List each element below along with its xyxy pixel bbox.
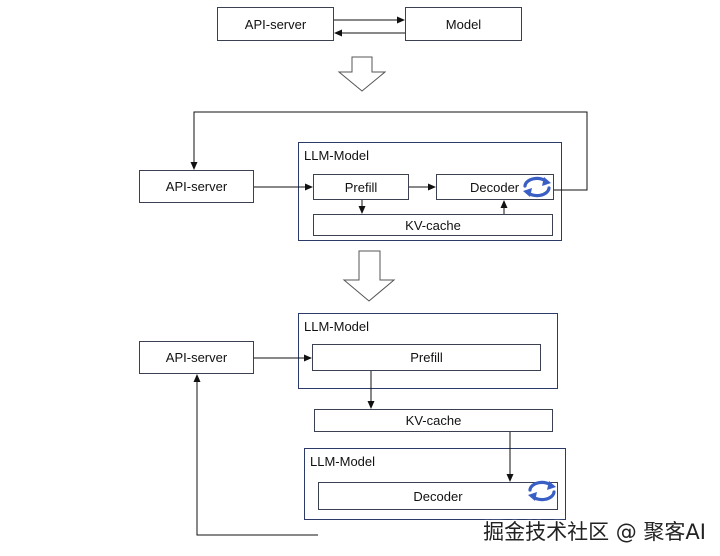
model-box-stage1[interactable]: Model (405, 7, 522, 41)
block-arrow-down-1 (337, 56, 387, 92)
llm-model-label-stage3-top: LLM-Model (304, 319, 370, 334)
kv-cache-box-stage2[interactable]: KV-cache (313, 214, 553, 236)
decoder-box-stage3[interactable]: Decoder (318, 482, 558, 510)
prefill-box-stage2[interactable]: Prefill (313, 174, 409, 200)
api-server-box-stage2[interactable]: API-server (139, 170, 254, 203)
block-arrow-down-2 (342, 250, 396, 302)
api-server-box-stage1[interactable]: API-server (217, 7, 334, 41)
arrow-decoder-return-stage2 (190, 111, 588, 191)
loop-icon-stage3 (528, 480, 556, 502)
llm-model-label-stage2: LLM-Model (304, 148, 370, 163)
arrow-decoder-return-stage3 (193, 374, 318, 536)
prefill-box-stage3[interactable]: Prefill (312, 344, 541, 371)
loop-icon-stage2 (523, 176, 551, 198)
llm-model-label-stage3-bottom: LLM-Model (310, 454, 376, 469)
decoder-label-stage2: Decoder (470, 179, 520, 195)
api-server-box-stage3[interactable]: API-server (139, 341, 254, 374)
watermark-text: 掘金技术社区 @ 聚客AI (483, 520, 706, 544)
kv-cache-box-stage3[interactable]: KV-cache (314, 409, 553, 432)
